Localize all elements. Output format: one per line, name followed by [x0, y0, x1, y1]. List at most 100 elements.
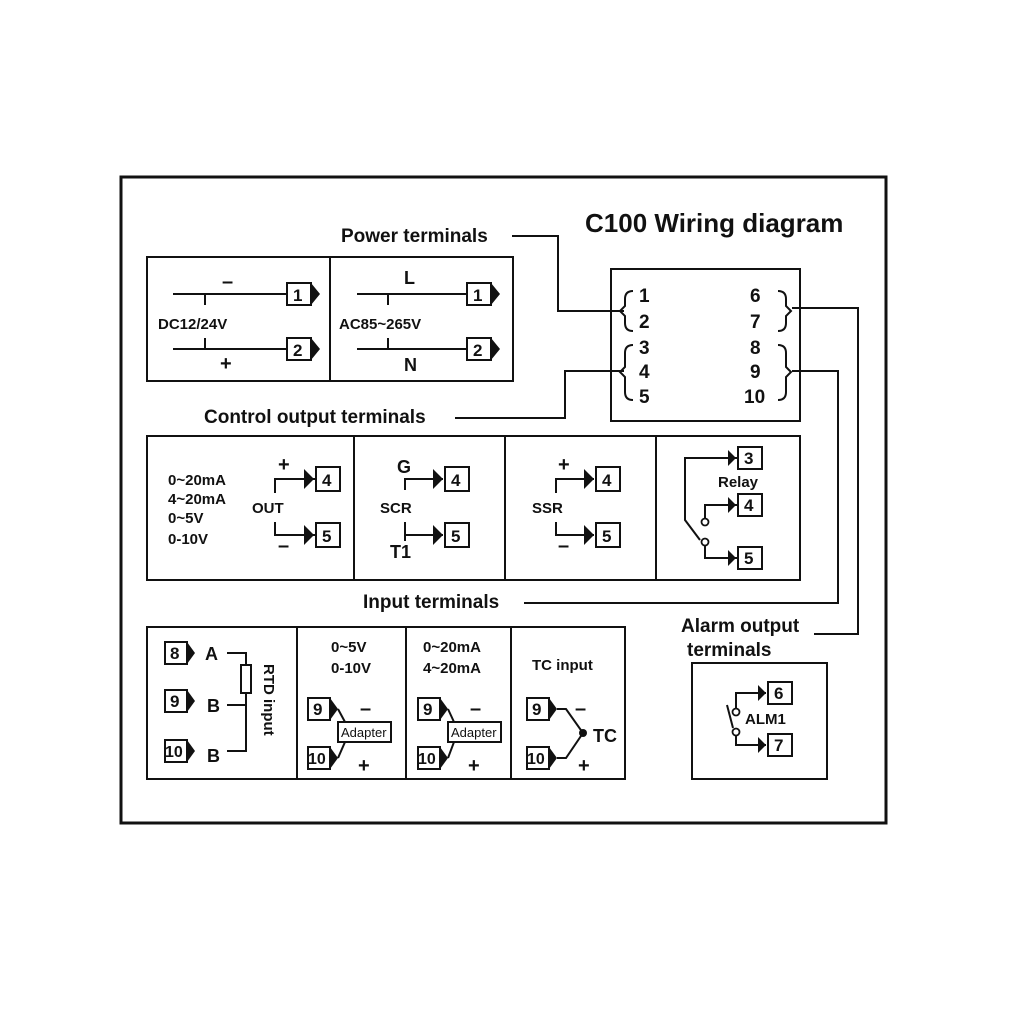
svg-text:9: 9 — [170, 692, 179, 711]
diagram-title: C100 Wiring diagram — [585, 208, 843, 238]
out-plus: + — [278, 454, 290, 476]
alarm-terminals-label-1: Alarm output — [681, 616, 800, 637]
rtd-label: RTD input — [260, 664, 277, 736]
input-section: 8 9 10 A B B RTD input 0~5V 0-10V 9 — [146, 626, 626, 780]
ac-top-label: L — [404, 268, 415, 288]
svg-text:9: 9 — [532, 700, 541, 719]
terminal-summary-box — [610, 268, 801, 422]
curr-terminal-9: 9 — [417, 697, 448, 721]
ssr-terminal-5: 5 — [584, 522, 621, 548]
tc-junction — [579, 729, 587, 737]
power-terminals-label: Power terminals — [341, 226, 488, 247]
scr-g: G — [397, 457, 411, 477]
out-range-4: 0-10V — [168, 531, 208, 548]
ac-terminal-1: 1 — [466, 282, 500, 306]
svg-text:5: 5 — [451, 527, 460, 546]
tc-terminal-10: 10 — [526, 746, 557, 770]
alarm-leader-line-b — [524, 370, 839, 604]
svg-text:5: 5 — [322, 527, 331, 546]
svg-text:3: 3 — [744, 449, 753, 468]
tc-input-label: TC input — [532, 657, 593, 674]
svg-text:9: 9 — [423, 700, 432, 719]
svg-text:8: 8 — [170, 644, 179, 663]
tc-terminal-9: 9 — [526, 697, 557, 721]
control-section: 0~20mA 4~20mA 0~5V 0-10V + OUT – 4 5 G S… — [146, 435, 801, 581]
svg-text:1: 1 — [293, 286, 302, 305]
summary-left-2: 2 — [639, 312, 650, 333]
summary-right-9: 9 — [750, 362, 761, 383]
dc-terminal-2: 2 — [286, 337, 320, 361]
summary-left-3: 3 — [639, 338, 650, 359]
control-box — [146, 435, 801, 581]
ssr-label: SSR — [532, 500, 563, 517]
alarm-leader-line-a — [792, 307, 859, 635]
svg-text:4: 4 — [451, 471, 461, 490]
volt-minus: – — [360, 698, 371, 720]
svg-text:1: 1 — [473, 286, 482, 305]
scr-terminal-4: 4 — [433, 466, 470, 492]
power-section: – DC12/24V + 1 2 L AC85~265V N 1 — [146, 256, 514, 382]
outer-frame — [119, 175, 888, 825]
curr-terminal-10: 10 — [417, 746, 448, 770]
rtd-b1: B — [207, 696, 220, 716]
curr-plus: + — [468, 755, 480, 777]
out-minus: – — [278, 535, 289, 557]
alarm-terminal-6: 6 — [758, 681, 793, 705]
rtd-terminal-10: 10 — [164, 739, 195, 763]
volt-adapter — [337, 721, 392, 743]
relay-label: Relay — [718, 474, 759, 491]
summary-left-1: 1 — [639, 286, 650, 307]
dc-minus: – — [222, 271, 233, 293]
terminal-summary: 1 2 3 4 5 6 7 8 9 10 — [610, 268, 801, 422]
alarm-terminals-label-2: terminals — [687, 640, 771, 661]
svg-text:6: 6 — [774, 684, 783, 703]
control-terminals-label: Control output terminals — [204, 407, 426, 428]
summary-left-4: 4 — [639, 362, 650, 383]
svg-text:2: 2 — [293, 341, 302, 360]
alarm-terminal-7: 7 — [758, 733, 793, 757]
svg-text:4: 4 — [744, 496, 754, 515]
svg-text:7: 7 — [774, 736, 783, 755]
curr-minus: – — [470, 698, 481, 720]
curr-adapter — [447, 721, 502, 743]
alarm-section: ALM1 6 7 — [691, 662, 828, 780]
relay-terminal-5: 5 — [728, 546, 763, 570]
out-range-3: 0~5V — [168, 510, 203, 527]
ssr-minus: – — [558, 535, 569, 557]
dc-label: DC12/24V — [158, 316, 227, 333]
curr-line1: 0~20mA — [423, 639, 481, 656]
volt-terminal-9: 9 — [307, 697, 338, 721]
curr-line2: 4~20mA — [423, 660, 481, 677]
tc-plus: + — [578, 755, 590, 777]
volt-adapter-label: Adapter — [341, 725, 387, 740]
svg-text:4: 4 — [602, 471, 612, 490]
tc-minus: – — [575, 698, 586, 720]
summary-right-10: 10 — [744, 387, 765, 408]
scr-t1-label: T1 — [390, 542, 411, 562]
svg-text:10: 10 — [527, 751, 545, 768]
alarm-box — [691, 662, 828, 780]
rtd-a: A — [205, 644, 218, 664]
svg-text:5: 5 — [602, 527, 611, 546]
input-terminals-label: Input terminals — [363, 592, 499, 613]
out-label: OUT — [252, 500, 284, 517]
out-range-1: 0~20mA — [168, 472, 226, 489]
scr-terminal-5: 5 — [433, 522, 470, 548]
ac-terminal-2: 2 — [466, 337, 500, 361]
rtd-resistor — [240, 664, 252, 694]
svg-text:4: 4 — [322, 471, 332, 490]
svg-text:10: 10 — [308, 751, 326, 768]
summary-right-6: 6 — [750, 286, 761, 307]
control-leader-line — [455, 370, 624, 419]
svg-text:10: 10 — [165, 744, 183, 761]
scr-label: SCR — [380, 500, 412, 517]
out-terminal-4: 4 — [304, 466, 341, 492]
svg-text:10: 10 — [418, 751, 436, 768]
summary-right-8: 8 — [750, 338, 761, 359]
rtd-terminal-8: 8 — [164, 641, 195, 665]
ac-label: AC85~265V — [339, 316, 421, 333]
power-leader-line — [512, 235, 624, 312]
summary-left-5: 5 — [639, 387, 650, 408]
ac-bottom-label: N — [404, 355, 417, 375]
